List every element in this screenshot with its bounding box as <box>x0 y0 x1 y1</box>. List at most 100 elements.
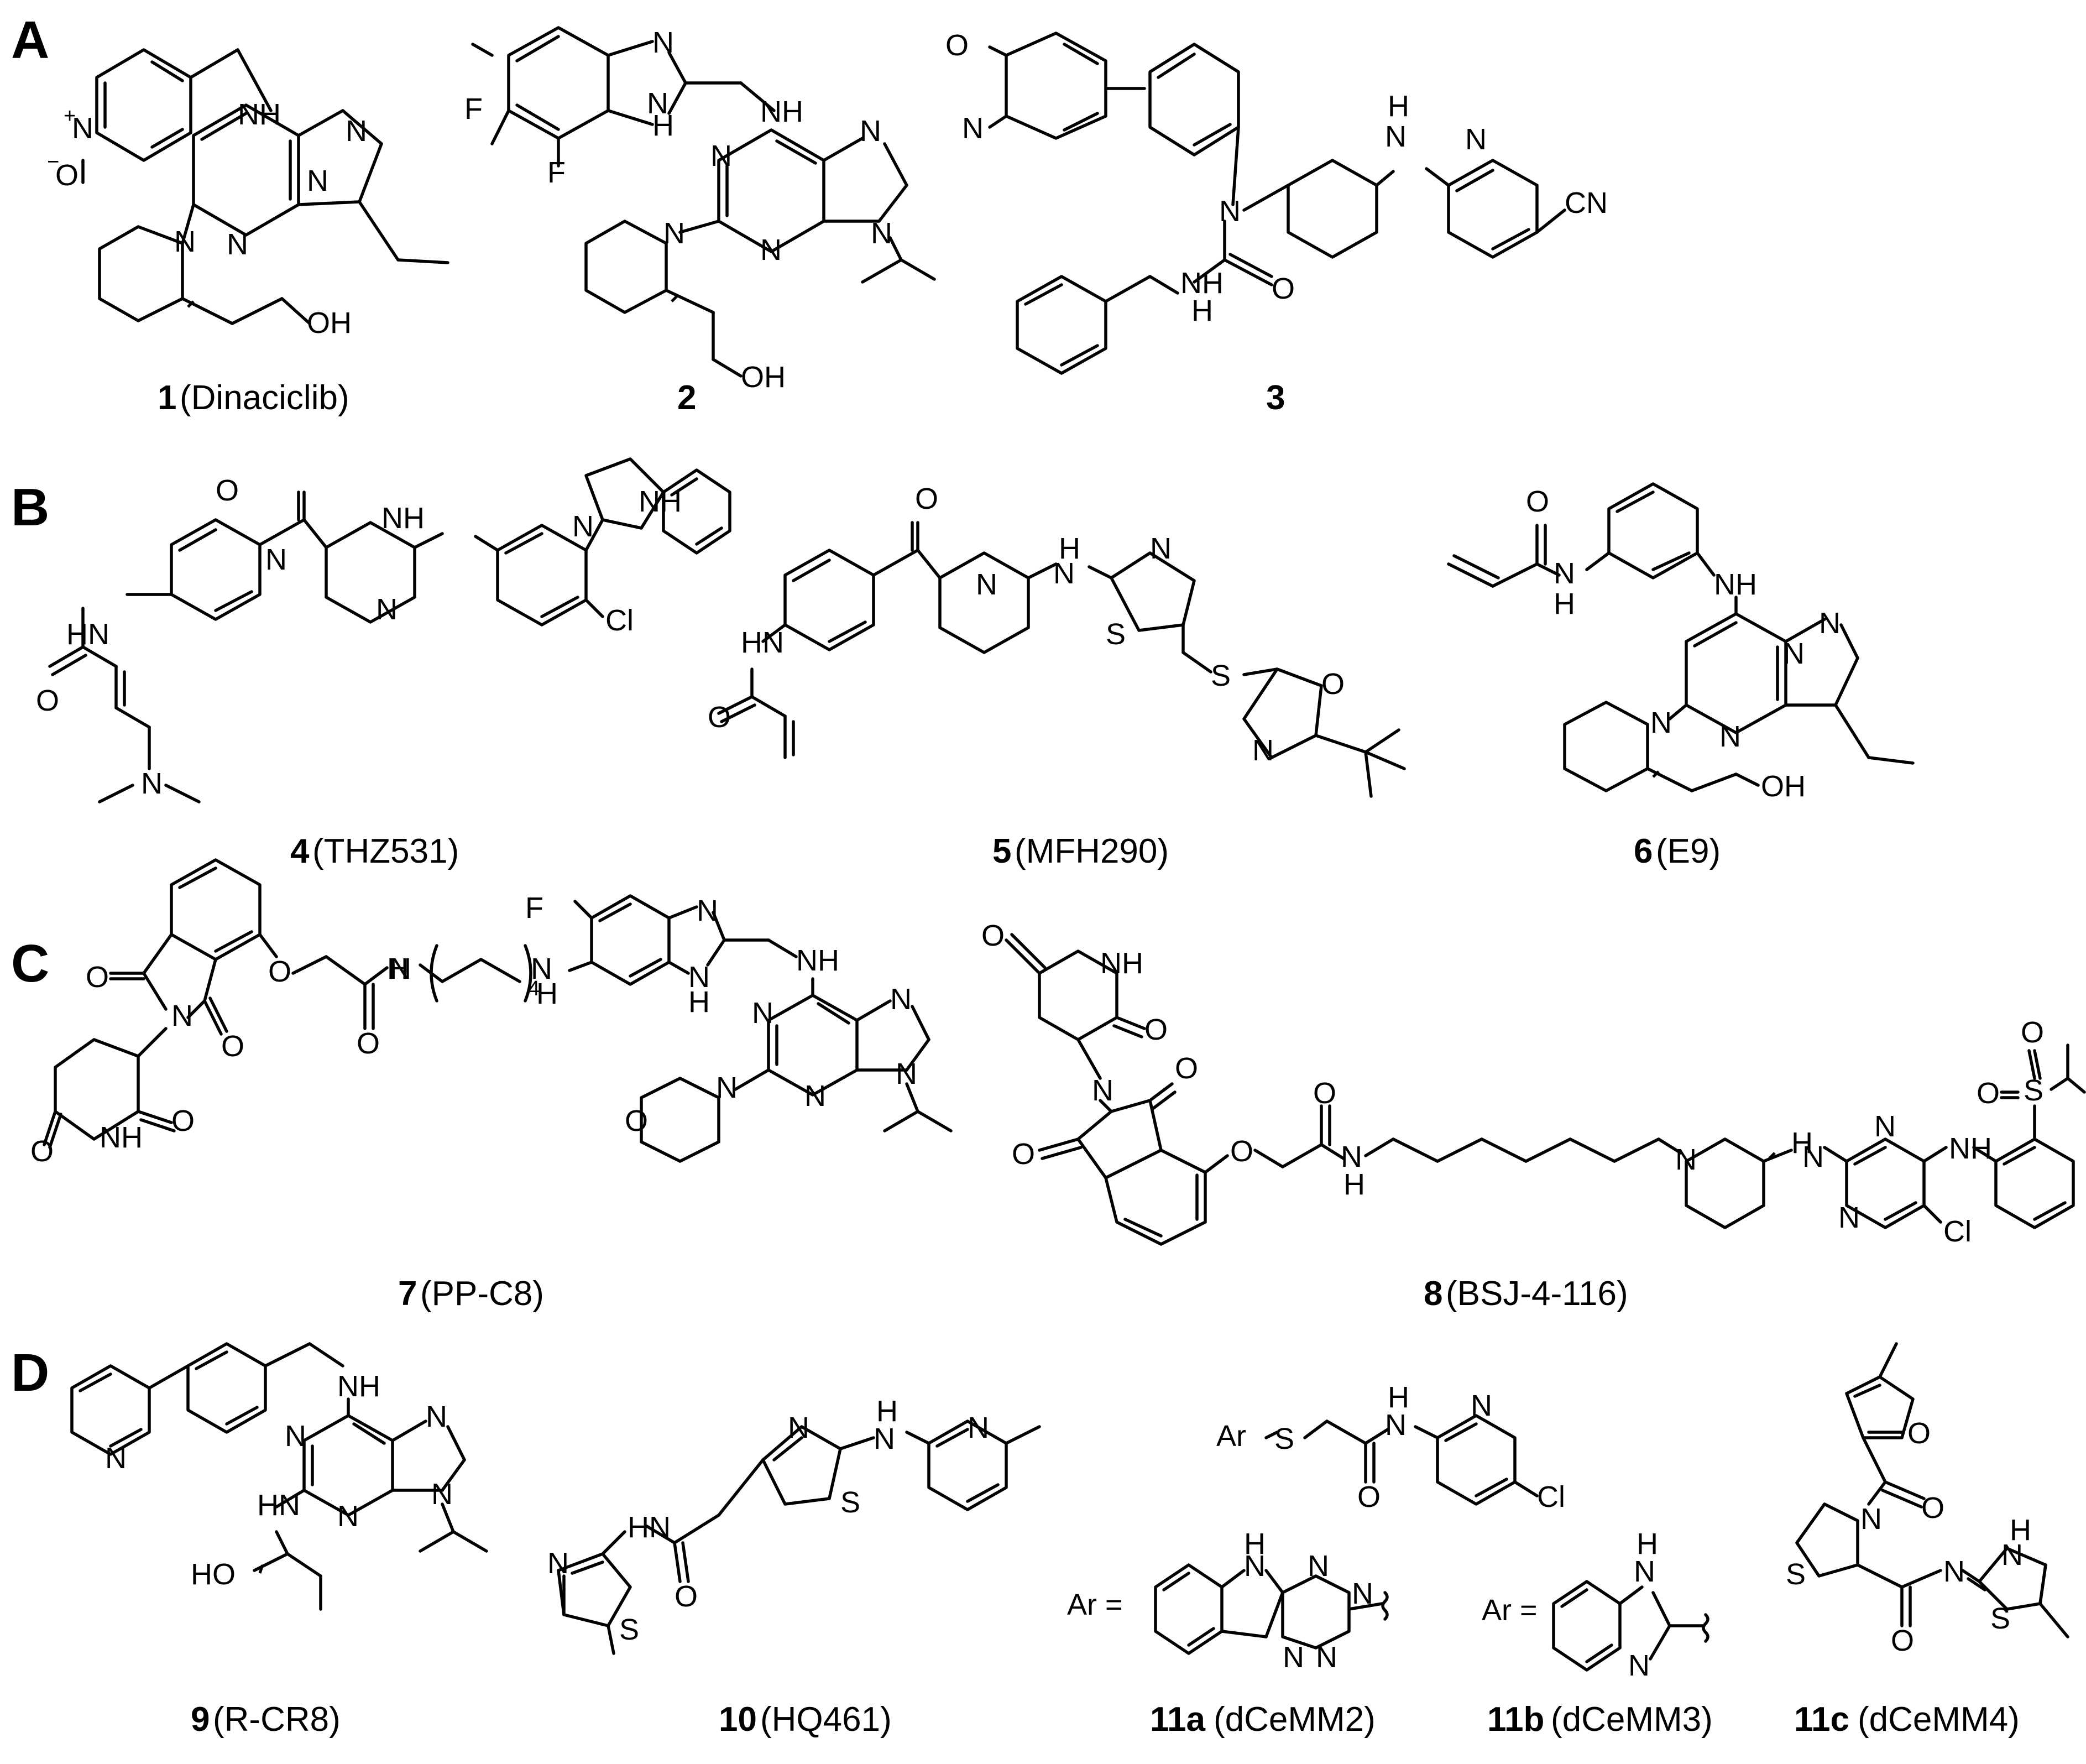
compound-number: 7 <box>398 1275 417 1313</box>
compound-name: (R-CR8) <box>213 1700 341 1739</box>
atom-label: S <box>1274 1422 1294 1455</box>
atom-label: NH <box>1949 1132 1992 1165</box>
structure-compound-4 <box>48 457 731 803</box>
atom-label: N <box>1465 123 1487 156</box>
compound-number: 8 <box>1424 1275 1442 1313</box>
atom-label: N <box>1802 1140 1824 1173</box>
atom-label: N <box>968 1411 989 1444</box>
atom-label: OH <box>1761 770 1806 803</box>
atom-label: O <box>1907 1417 1931 1450</box>
atom-label: N <box>1819 607 1841 640</box>
atom-label: O <box>86 961 109 994</box>
atom-label: N <box>1471 1389 1492 1422</box>
structure-compound-11b-ar <box>1552 1580 1709 1672</box>
structure-compound-3 <box>988 32 1566 375</box>
compound-name: (THZ531) <box>312 832 459 870</box>
atom-label: F <box>525 891 543 925</box>
structure-compound-10 <box>557 1419 1041 1655</box>
atom-label: N <box>1385 120 1407 153</box>
atom-label: HN <box>741 626 784 659</box>
atom-label: N <box>431 1478 453 1511</box>
atom-label: N <box>2001 1538 2023 1572</box>
compound-name: (E9) <box>1656 832 1721 870</box>
compound-number: 2 <box>677 379 696 417</box>
atom-label: N <box>1719 720 1741 753</box>
atom-label: S <box>1211 659 1231 692</box>
atom-label: O <box>30 1135 54 1168</box>
atom-label: N <box>426 1400 447 1433</box>
atom-label: H <box>652 109 674 142</box>
atom-label: N <box>265 543 287 576</box>
atom-label: − <box>47 150 59 174</box>
atom-label: S <box>1786 1558 1806 1591</box>
atom-label: N <box>1838 1201 1860 1234</box>
atom-label: NH <box>100 1121 143 1154</box>
atom-label: N <box>874 1422 895 1455</box>
atom-label: N <box>663 217 685 250</box>
atom-label: N <box>716 1071 738 1104</box>
atom-label: H <box>1637 1527 1658 1561</box>
atom-label: H <box>1191 294 1213 327</box>
atom-label: H <box>1059 532 1080 565</box>
atom-label: O <box>1313 1077 1336 1110</box>
atom-label: N <box>227 228 248 261</box>
atom-label: O <box>675 1580 698 1613</box>
atom-label: O <box>1321 667 1345 701</box>
atom-label: H <box>1388 90 1409 123</box>
atom-label: O <box>221 1030 244 1063</box>
atom-label: NH <box>1180 267 1224 300</box>
atom-label: N <box>307 164 328 197</box>
label-ar-equals: Ar = <box>1067 1588 1123 1621</box>
compound-number: 6 <box>1634 832 1653 870</box>
atom-label: N <box>285 1419 306 1453</box>
atom-label: H <box>1554 587 1575 620</box>
atom-label: N <box>376 593 398 626</box>
atom-label: OH <box>741 361 786 394</box>
atom-label: N <box>804 1079 826 1113</box>
atom-label: O <box>55 159 79 192</box>
atom-label: N <box>346 114 367 148</box>
structure-compound-5 <box>717 521 1406 798</box>
atom-label: H <box>688 985 710 1019</box>
compound-number: 3 <box>1266 379 1285 417</box>
structure-compound-11a-ar <box>1154 1563 1389 1655</box>
compound-number: 1 <box>158 379 176 417</box>
atom-label: H <box>1791 1126 1813 1160</box>
structure-compound-9 <box>70 1342 488 1611</box>
atom-label: N <box>390 952 411 985</box>
atom-label: + <box>64 105 76 128</box>
atom-label: F <box>547 156 566 189</box>
compound-number: 11b <box>1487 1700 1544 1739</box>
atom-label: O <box>36 684 59 717</box>
atom-label: N <box>1650 706 1672 739</box>
atom-label: O <box>1144 1013 1168 1046</box>
atom-label: O <box>708 701 731 734</box>
atom-label: N <box>141 767 163 800</box>
atom-label: N <box>788 1411 809 1444</box>
atom-label: N <box>871 217 892 250</box>
atom-label: OH <box>307 306 352 340</box>
atom-label: O <box>171 1104 195 1137</box>
atom-label: NH <box>1100 947 1143 980</box>
atom-label: N <box>572 510 594 543</box>
atom-label: Cl <box>605 604 634 637</box>
atom-label: N <box>72 112 93 145</box>
compound-name: (MFH290) <box>1015 832 1169 870</box>
atom-label: H <box>536 977 558 1010</box>
atom-label: O <box>981 919 1005 952</box>
atom-label: S <box>2024 1074 2043 1107</box>
atom-label: N <box>105 1442 127 1475</box>
atom-label: N <box>1150 532 1172 565</box>
atom-label: N <box>896 1057 917 1090</box>
atom-label: NH <box>796 944 839 977</box>
compound-name: (PP-C8) <box>420 1275 544 1313</box>
atom-label: O <box>625 1104 648 1137</box>
atom-label: 4 <box>528 977 540 1000</box>
atom-label: N <box>1352 1577 1373 1610</box>
atom-label: N <box>531 952 552 985</box>
atom-label: H <box>876 1395 898 1428</box>
panel-letter-b: B <box>11 478 49 537</box>
atom-label: H <box>1388 1381 1409 1414</box>
atom-label: N <box>1675 1143 1697 1176</box>
